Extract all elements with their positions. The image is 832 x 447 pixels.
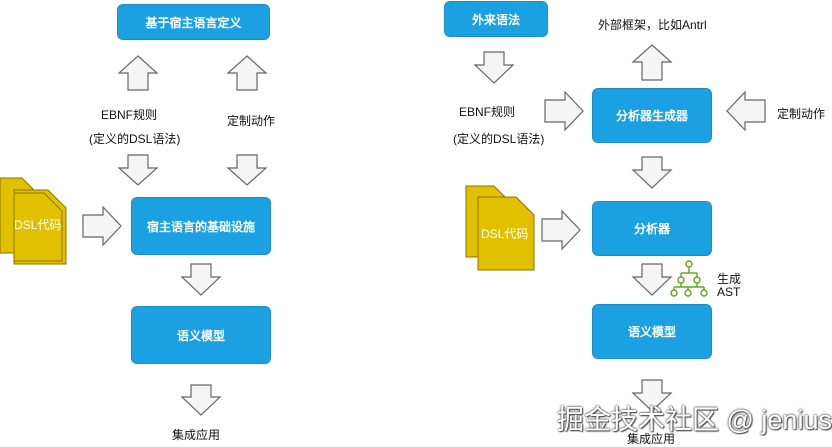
arrow-down-generator-right (631, 156, 673, 189)
arrow-right-dsl-left (82, 205, 122, 247)
arrow-left-action-right (726, 90, 766, 132)
arrow-up-action-left (226, 55, 268, 91)
host-language-box[interactable]: 基于宿主语言定义 (117, 4, 270, 40)
dsl-document-left (0, 177, 67, 265)
custom-action-label-left: 定制动作 (227, 114, 276, 128)
arrow-down-model-left (180, 384, 222, 416)
parser-box[interactable]: 分析器 (592, 201, 712, 256)
arrow-up-ebnf-left (117, 55, 159, 91)
dsl-grammar-label-left: (定义的DSL语法) (89, 132, 181, 146)
ebnf-rule-label-left: EBNF规则 (101, 108, 158, 122)
dsl-code-text-right: DSL代码 (481, 227, 528, 241)
arrow-up-framework-right (631, 44, 673, 81)
dsl-document-right (465, 185, 535, 271)
semantic-model-box-left[interactable]: 语义模型 (131, 306, 271, 364)
generate-label: 生成 (717, 272, 742, 286)
arrow-down-action-left (226, 154, 268, 186)
arrow-down-model-right (631, 379, 673, 412)
watermark: 掘金技术社区 @ jenius (557, 405, 832, 435)
arrow-down-ebnf-left (117, 154, 159, 186)
parser-generator-box[interactable]: 分析器生成器 (592, 88, 712, 143)
external-grammar-box[interactable]: 外来语法 (444, 1, 548, 37)
arrow-down-infra-left (180, 263, 222, 296)
arrow-down-external-right (473, 51, 515, 84)
integrated-app-label-right: 集成应用 (627, 432, 676, 446)
ebnf-rule-label-right: EBNF规则 (459, 105, 516, 119)
custom-action-label-right: 定制动作 (777, 107, 826, 121)
arrow-right-ebnf-right (544, 90, 584, 132)
semantic-model-box-right[interactable]: 语义模型 (592, 304, 712, 359)
arrow-down-parser-right (631, 263, 673, 296)
tree-icon (670, 260, 708, 297)
integrated-app-label-left: 集成应用 (172, 428, 221, 442)
ast-label: AST (717, 285, 741, 299)
arrow-right-dsl-right (541, 209, 581, 251)
dsl-code-text-left: DSL代码 (14, 218, 61, 232)
dsl-grammar-label-right: (定义的DSL语法) (453, 132, 545, 146)
external-framework-label: 外部框架，比如Antrl (598, 18, 707, 32)
host-infra-box[interactable]: 宿主语言的基础设施 (131, 197, 271, 255)
